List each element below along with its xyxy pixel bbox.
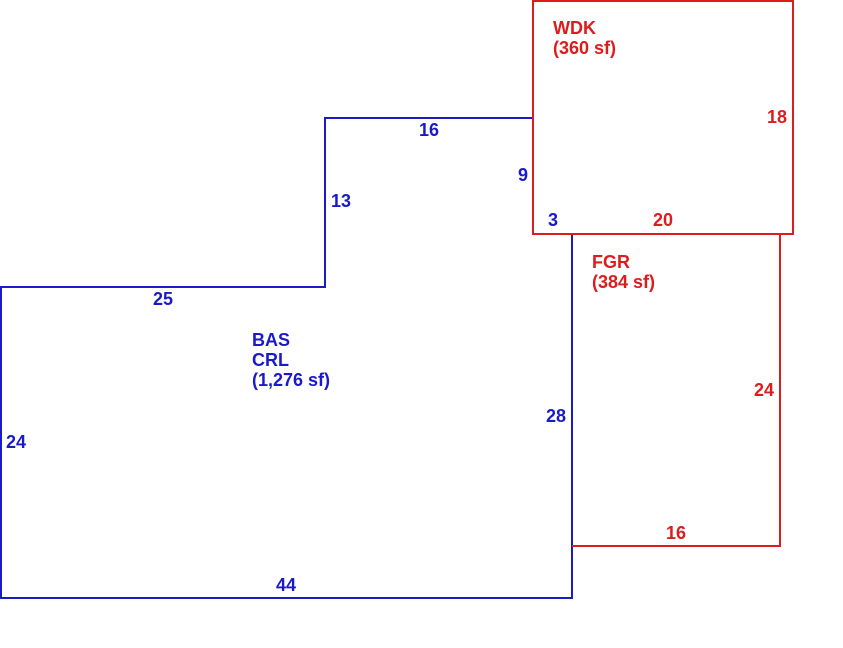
fgr-dimension-bottom: 16 bbox=[666, 523, 686, 543]
bas-dimension-top: 16 bbox=[419, 120, 439, 140]
wdk-area-label: WDK (360 sf) 18 20 bbox=[553, 18, 787, 230]
wdk-dimension-right: 18 bbox=[767, 107, 787, 127]
bas-dimension-right: 28 bbox=[546, 406, 566, 426]
fgr-area-value: (384 sf) bbox=[592, 272, 655, 292]
fgr-code-label: FGR bbox=[592, 252, 630, 272]
bas-dimension-left: 24 bbox=[6, 432, 26, 452]
bas-dimension-upper-left: 13 bbox=[331, 191, 351, 211]
crl-code-label: CRL bbox=[252, 350, 289, 370]
bas-code-label: BAS bbox=[252, 330, 290, 350]
wdk-code-label: WDK bbox=[553, 18, 596, 38]
fgr-dimension-right: 24 bbox=[754, 380, 774, 400]
wdk-dimension-bottom: 20 bbox=[653, 210, 673, 230]
bas-area-value: (1,276 sf) bbox=[252, 370, 330, 390]
fgr-area-outline bbox=[572, 233, 781, 547]
bas-dimension-bottom: 44 bbox=[276, 575, 296, 595]
bas-dimension-middle: 25 bbox=[153, 289, 173, 309]
bas-area-label: BAS CRL (1,276 sf) bbox=[252, 330, 330, 390]
bas-dimension-notch-right: 9 bbox=[518, 165, 528, 185]
bas-dimension-notch-step: 3 bbox=[548, 210, 558, 230]
fgr-area-label: FGR (384 sf) 24 16 bbox=[592, 252, 774, 543]
wdk-area-value: (360 sf) bbox=[553, 38, 616, 58]
bas-dimension-labels: 16 9 3 13 25 24 28 44 bbox=[6, 120, 566, 595]
